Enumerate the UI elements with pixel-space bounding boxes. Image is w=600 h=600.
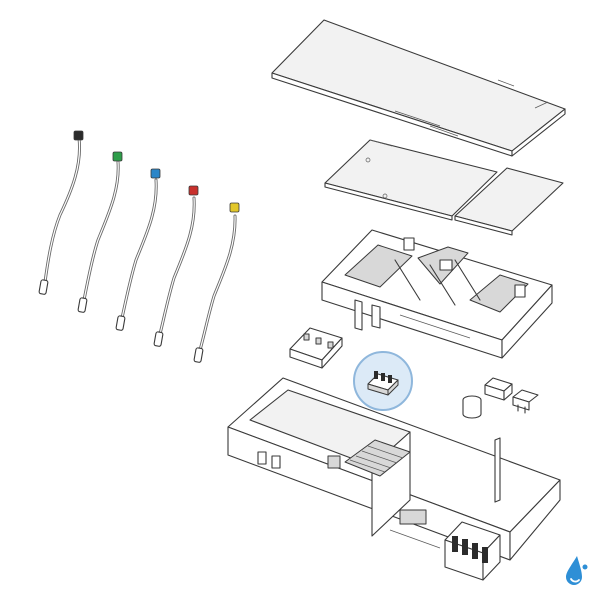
probe-cap-blue xyxy=(150,168,161,179)
terminal-connector-highlight xyxy=(353,351,413,411)
side-cover-plate xyxy=(454,167,564,236)
relay-components xyxy=(462,377,539,419)
probe-yellow xyxy=(193,202,240,363)
heat-sink xyxy=(344,439,411,477)
probe-cap-red xyxy=(188,185,199,196)
probe-cap-black xyxy=(73,130,84,141)
probe-cap-yellow xyxy=(229,202,240,213)
probe-black xyxy=(38,130,84,295)
probe-blue xyxy=(115,168,161,331)
probe-red xyxy=(153,185,199,347)
water-drop-icon xyxy=(566,556,588,585)
probe-green xyxy=(77,151,123,313)
mid-cover-plate xyxy=(324,139,498,221)
upper-chassis-frame xyxy=(321,229,553,359)
terminal-block-left xyxy=(289,327,343,369)
temperature-probes xyxy=(38,130,240,363)
top-cover-panel xyxy=(271,19,566,157)
terminal-strip xyxy=(444,521,501,581)
probe-cap-green xyxy=(112,151,123,162)
lower-base-tray xyxy=(227,377,561,561)
